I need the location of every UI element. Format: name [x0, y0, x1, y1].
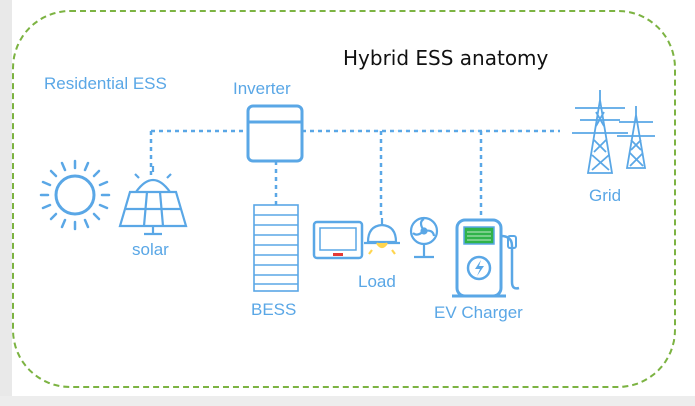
connection-lines: [149, 129, 560, 216]
ev-charger-icon: [452, 218, 520, 298]
load-label: Load: [358, 272, 396, 291]
diagram-title: Hybrid ESS anatomy: [343, 46, 549, 70]
residential-ess-label: Residential ESS: [44, 74, 167, 93]
lamp-icon: [364, 218, 400, 255]
tv-icon: [312, 220, 364, 260]
inverter-label: Inverter: [233, 79, 291, 98]
bottom-margin-strip: [0, 396, 695, 406]
transmission-tower-icon: [572, 90, 655, 174]
solar-label: solar: [132, 240, 169, 259]
ev-charger-label: EV Charger: [434, 303, 523, 322]
sun-icon: [39, 159, 111, 231]
grid-label: Grid: [589, 186, 622, 205]
inverter-icon: [246, 104, 304, 163]
fan-icon: [409, 216, 439, 259]
left-margin-strip: [0, 0, 12, 406]
battery-stack-icon: [253, 204, 299, 292]
solar-panel-icon: [118, 166, 188, 236]
diagram-frame: [12, 10, 676, 388]
bess-label: BESS: [251, 300, 297, 319]
